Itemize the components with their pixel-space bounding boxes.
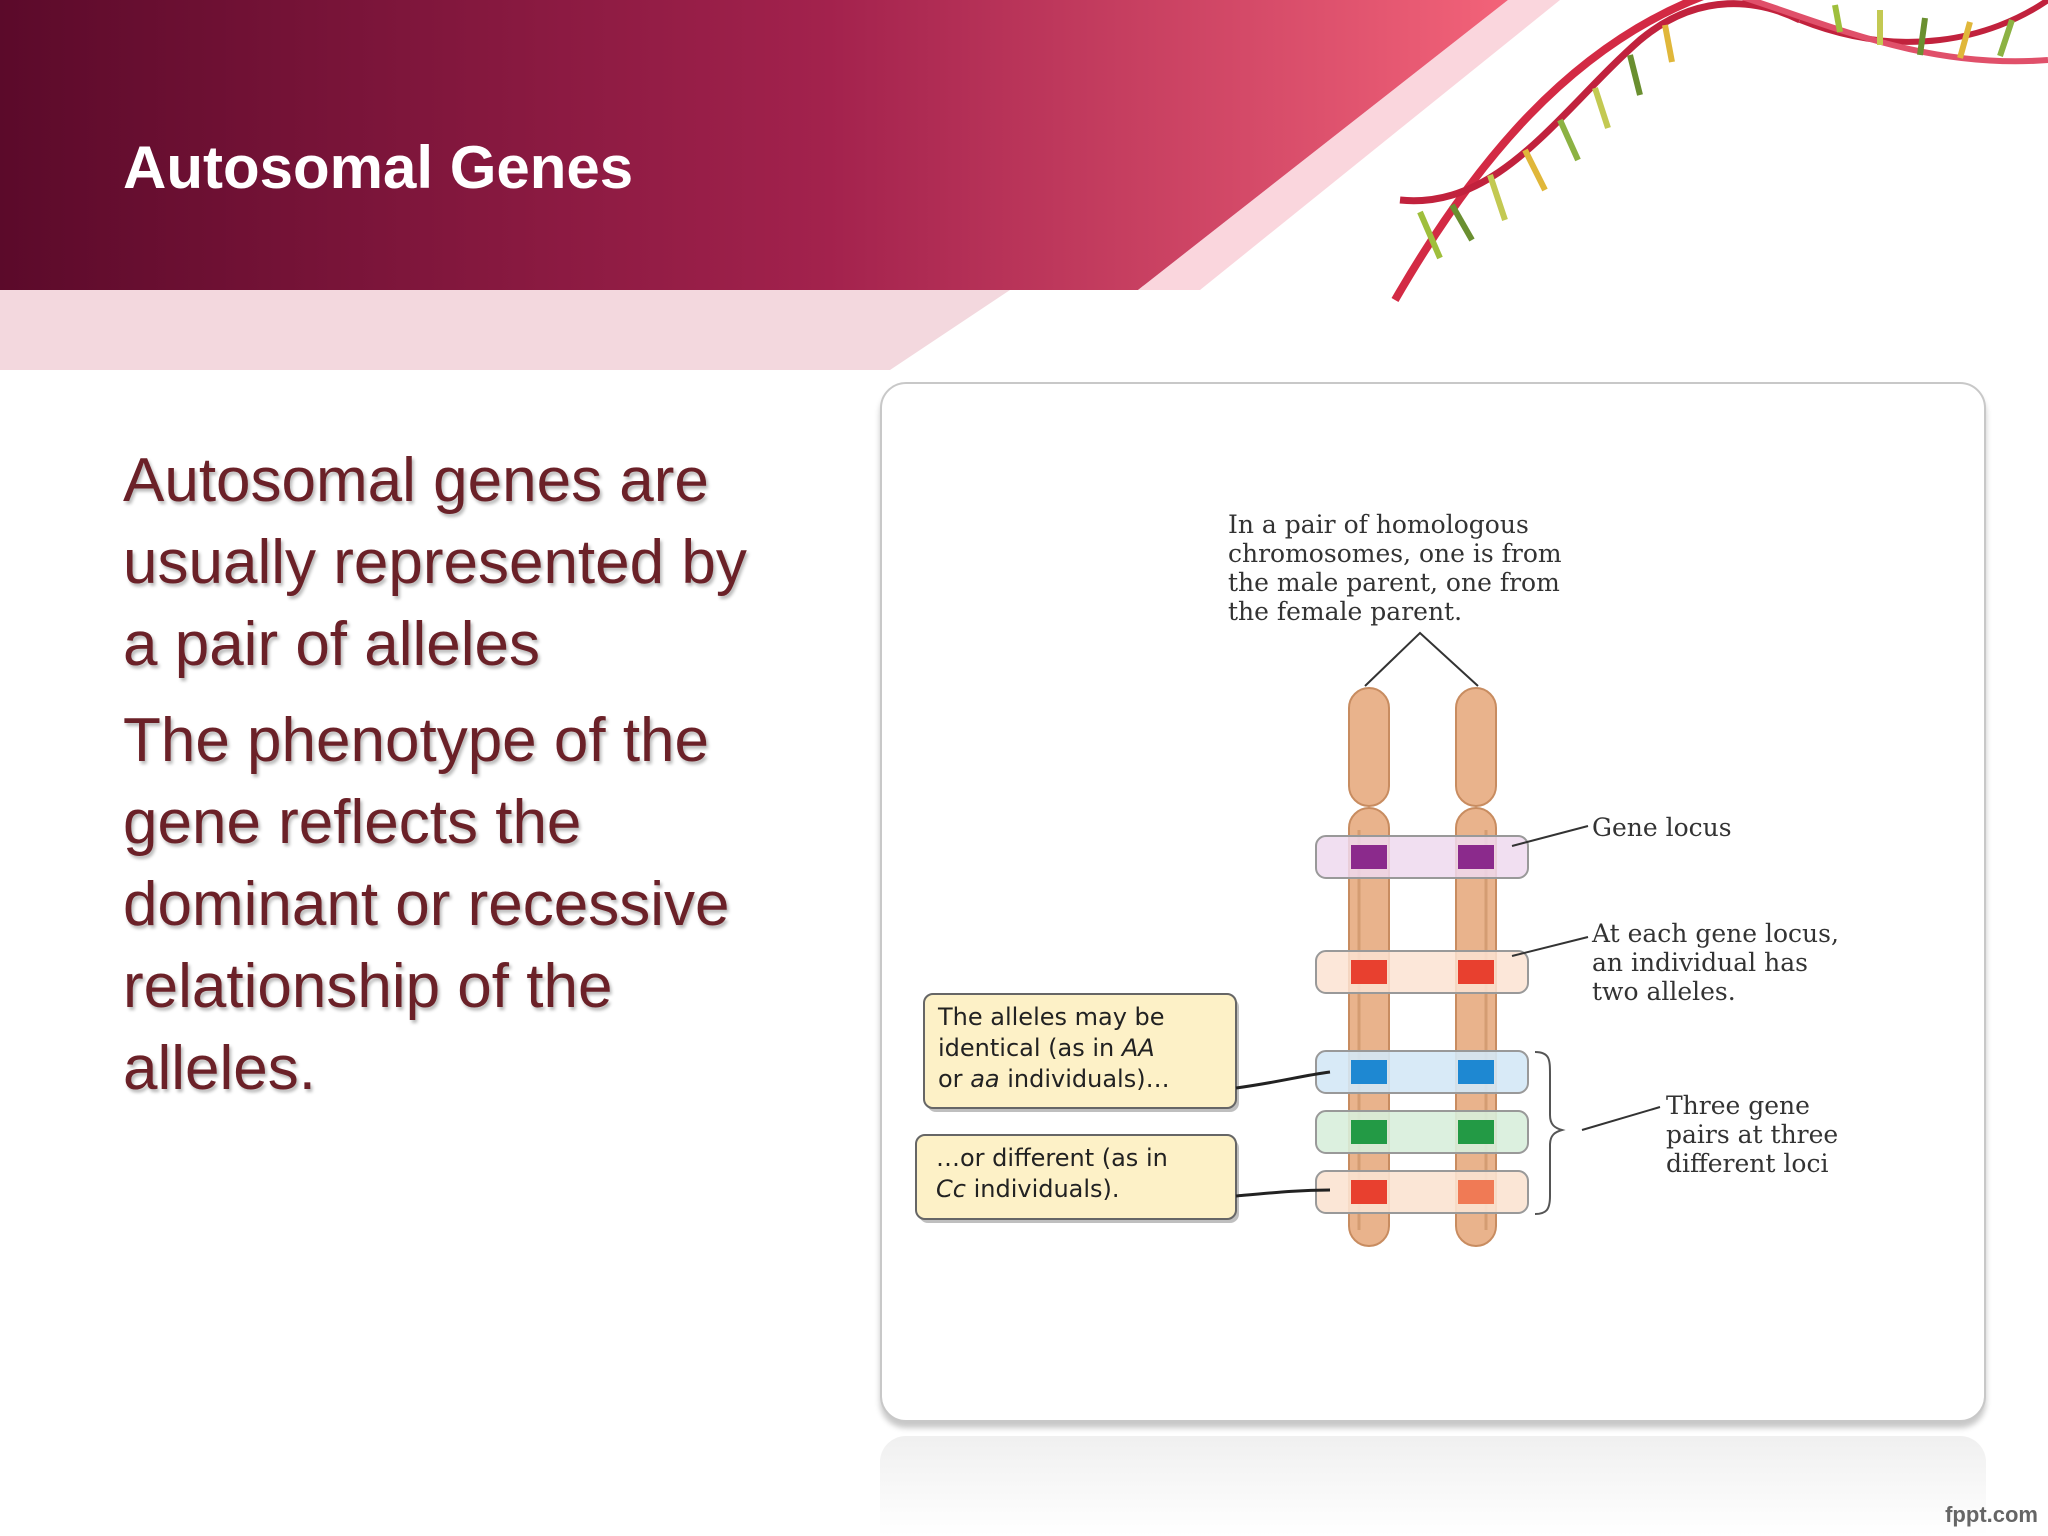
locus-band-red (1315, 950, 1529, 994)
bullet-list: Autosomal genes are usually represented … (123, 440, 763, 1124)
callout-different-line1: …or different (as in (936, 1144, 1168, 1172)
allele-note-line: two alleles. (1592, 977, 1736, 1006)
gene-locus-pointer (1511, 825, 1589, 847)
locus-band-purple (1315, 835, 1529, 879)
locus-band-blue (1315, 1050, 1529, 1094)
locus-band-green (1315, 1110, 1529, 1154)
three-pairs-pointer (1581, 1106, 1661, 1131)
banner-highlight-stripe (1138, 0, 1560, 290)
callout-identical-line1: The alleles may be (937, 1003, 1165, 1031)
allele-note-pointer (1511, 936, 1589, 957)
slide-title: Autosomal Genes (123, 134, 634, 201)
locus-band-orange (1315, 1170, 1529, 1214)
footer-logo: fppt.com (1945, 1502, 2038, 1527)
caption-top-line: In a pair of homologous (1228, 510, 1529, 539)
figure-reflection (880, 1436, 1986, 1536)
bullet-item: Autosomal genes are usually represented … (123, 446, 747, 679)
caption-top-line: the female parent. (1228, 597, 1462, 626)
bullet-item: The phenotype of the gene reflects the d… (123, 706, 730, 1103)
caption-top-line: the male parent, one from (1228, 568, 1560, 597)
banner-gradient-band (0, 0, 1508, 290)
three-pairs-line: pairs at three (1666, 1120, 1838, 1149)
caption-pointer (1364, 631, 1479, 687)
banner-pink-band (0, 290, 1010, 370)
allele-note-line: an individual has (1592, 948, 1808, 977)
callout-identical-line2: identical (as in AA (938, 1034, 1155, 1062)
callout-identical: The alleles may be identical (as in AA o… (923, 993, 1331, 1112)
three-pairs-line: Three gene (1666, 1091, 1810, 1120)
allele-note-line: At each gene locus, (1591, 919, 1839, 948)
gene-locus-label: Gene locus (1592, 813, 1732, 842)
three-pairs-line: different loci (1666, 1149, 1828, 1178)
header-banner (0, 0, 2048, 370)
loci-bracket (1534, 1051, 1566, 1215)
callout-identical-line3: or aa individuals)… (938, 1065, 1170, 1093)
caption-top-line: chromosomes, one is from (1228, 539, 1562, 568)
figure-frame (880, 382, 1986, 1422)
callout-different: …or different (as in Cc individuals). (915, 1134, 1331, 1223)
callout-different-line2: Cc individuals). (936, 1175, 1120, 1203)
dna-helix-icon (1391, 0, 2048, 302)
